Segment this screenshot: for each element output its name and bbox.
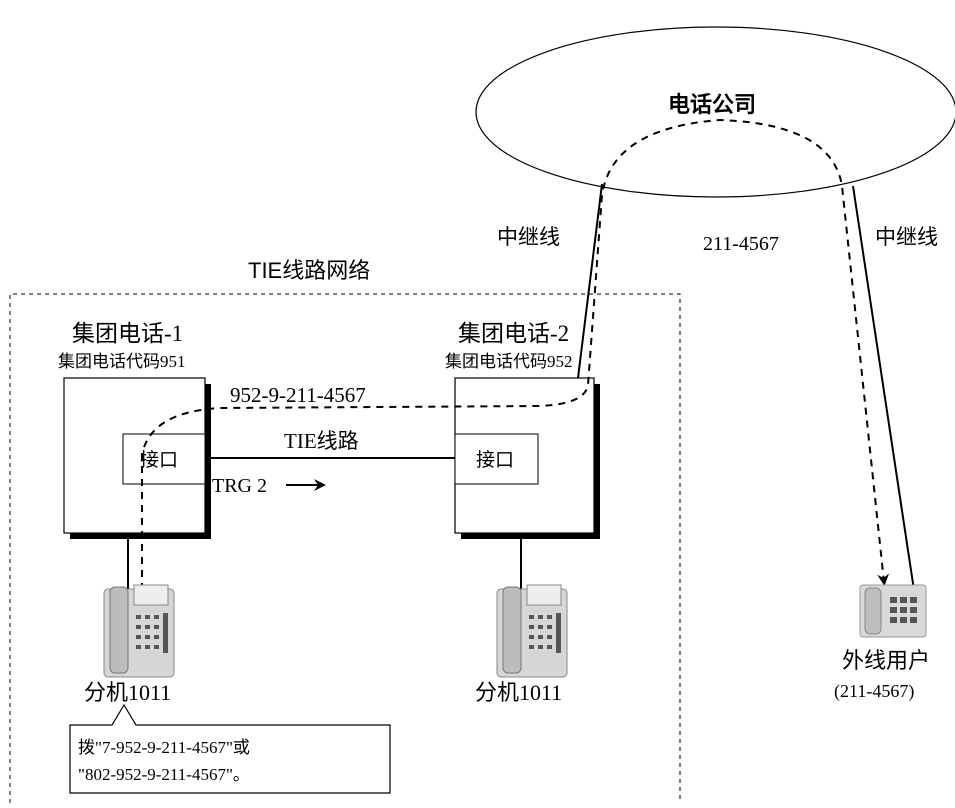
- callout-line-1: 拨"7-952-9-211-4567"或: [78, 738, 250, 757]
- pbx1-interface-label: 接口: [140, 449, 178, 471]
- pbx2-title: 集团电话-2: [458, 321, 569, 346]
- phone-company-ellipse: [475, 26, 955, 198]
- extension-phone-2-icon: [496, 584, 568, 678]
- tie-line-label: TIE线路: [284, 429, 359, 453]
- tie-network-boundary: [9, 293, 681, 803]
- callout-bubble: [69, 703, 391, 794]
- pbx2-interface-box: [454, 433, 539, 485]
- trg-label: TRG 2: [212, 475, 267, 497]
- external-number-label: 211-4567: [703, 233, 779, 255]
- callout-line-2: "802-952-9-211-4567"。: [78, 765, 250, 784]
- dial-path-label: 952-9-211-4567: [230, 383, 366, 407]
- trunk-line-right: [852, 185, 918, 611]
- pbx1-title: 集团电话-1: [72, 321, 183, 346]
- tie-network-label: TIE线路网络: [248, 258, 370, 283]
- pbx1-code: 集团电话代码951: [58, 352, 186, 371]
- pbx2-interface-label: 接口: [476, 449, 514, 471]
- outside-party-label: 外线用户: [842, 648, 930, 673]
- outside-party-number: (211-4567): [834, 681, 914, 702]
- trunk-line-left: [577, 183, 603, 379]
- pbx2-code: 集团电话代码952: [445, 352, 573, 371]
- pbx1-interface-box: [122, 433, 206, 485]
- phone-company-label: 电话公司: [668, 92, 756, 117]
- call-path-dashed: [141, 118, 890, 590]
- outside-party-phone-icon: [859, 584, 927, 638]
- trunk-label-left: 中继线: [497, 225, 560, 249]
- extension-1-label: 分机1011: [84, 680, 171, 705]
- extension-2-label: 分机1011: [475, 680, 562, 705]
- extension-phone-1-icon: [103, 584, 175, 678]
- trunk-label-right: 中继线: [875, 225, 938, 249]
